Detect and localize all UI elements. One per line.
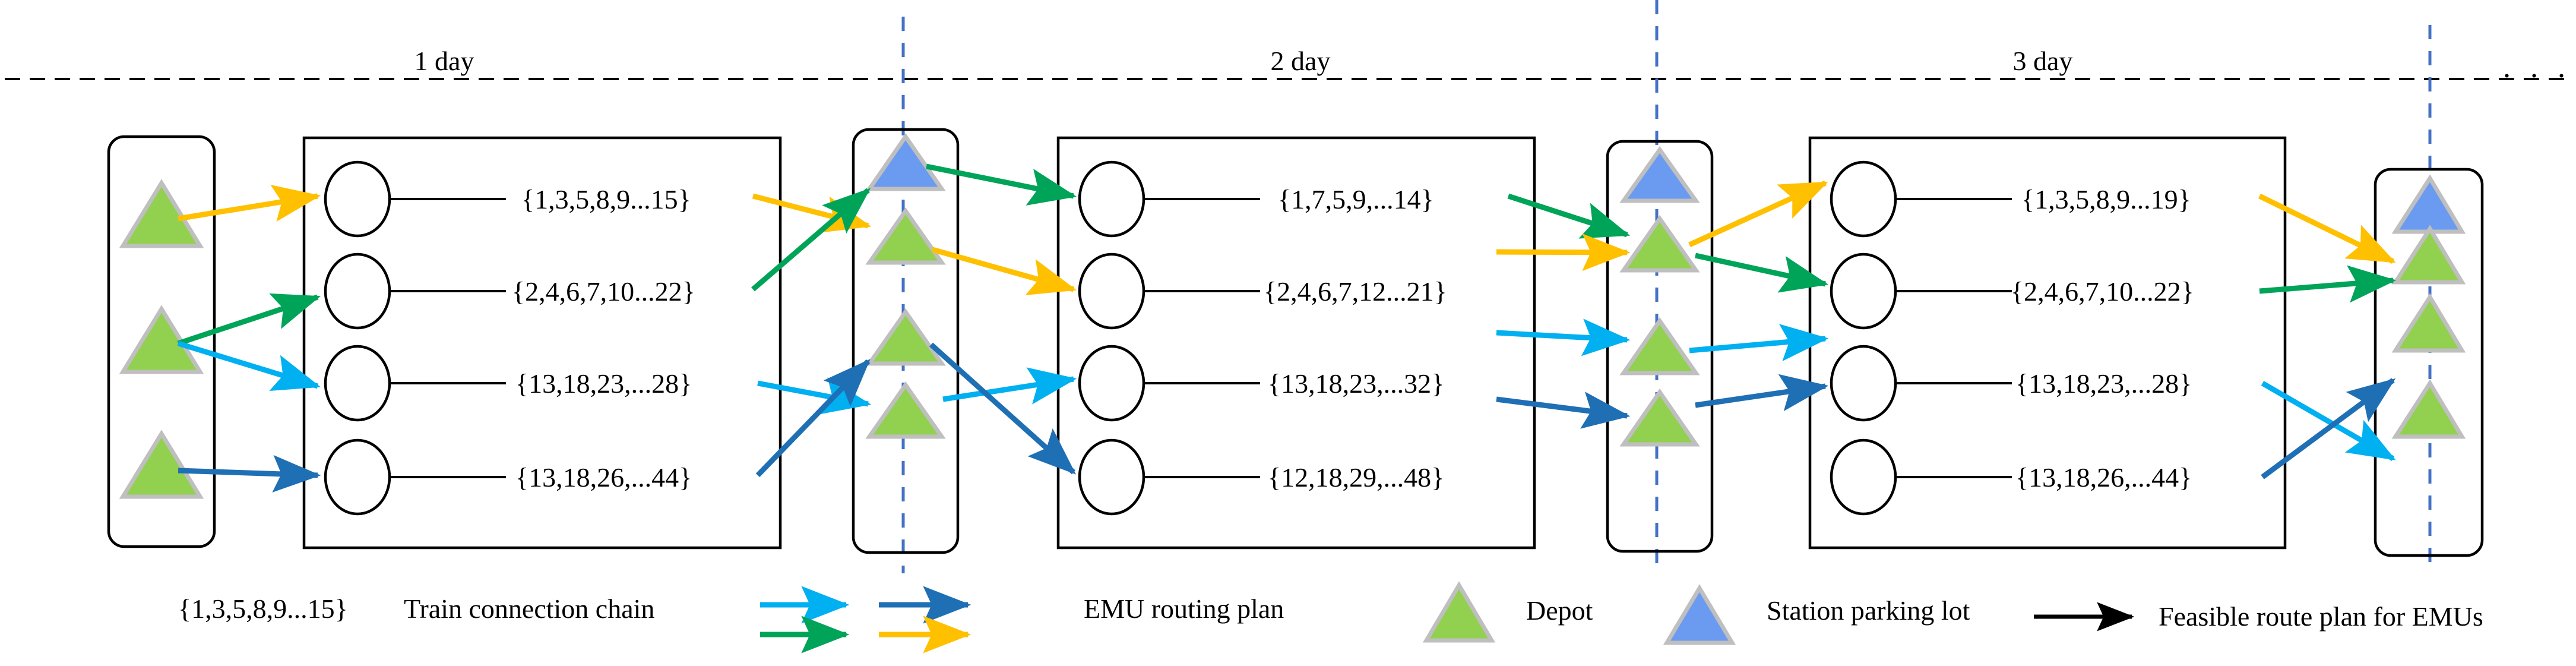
chain-node[interactable] — [1830, 160, 1897, 238]
depot-triangle — [119, 430, 204, 499]
legend-chain-sample: {1,3,5,8,9...15} — [178, 594, 348, 624]
chain-node[interactable] — [324, 160, 391, 238]
chain-label: {1,3,5,8,9...15} — [521, 184, 691, 214]
routing-arrow-light-blue — [757, 377, 872, 414]
routing-arrow-yellow — [752, 193, 872, 233]
legend-label-feasible-route-plan: Feasible route plan for EMUs — [2159, 601, 2483, 632]
chain-node[interactable] — [1078, 160, 1145, 238]
legend-label-train-connection-chain: Train connection chain — [404, 594, 654, 624]
chain-label: {12,18,29,...48} — [1268, 462, 1444, 493]
day-label-2: 2 day — [1271, 46, 1331, 76]
routing-arrow-dark-blue — [755, 359, 871, 478]
routing-arrow-dark-blue — [1496, 392, 1631, 429]
chain-node[interactable] — [1078, 345, 1145, 422]
routing-arrow-green — [1507, 193, 1631, 239]
chain-label: {2,4,6,7,10...22} — [512, 276, 695, 307]
depot-triangle — [1619, 388, 1700, 447]
chain-node[interactable] — [324, 345, 391, 422]
chain-label: {13,18,26,...44} — [515, 462, 692, 493]
depot-triangle — [2391, 225, 2466, 285]
day-label-1: 1 day — [414, 46, 474, 76]
depot-triangle — [1619, 317, 1700, 375]
chain-node[interactable] — [1830, 345, 1897, 422]
routing-arrow-light-blue — [177, 340, 321, 391]
chain-label: {1,3,5,8,9...19} — [2021, 184, 2191, 214]
depot-triangle — [865, 381, 946, 439]
routing-arrow-dark-blue — [178, 454, 321, 493]
routing-arrow-light-blue — [1689, 324, 1829, 361]
station-parking-lot-triangle — [2391, 174, 2466, 234]
parking-lot-box-1 — [852, 128, 960, 554]
legend-parking-lot-triangle — [1663, 584, 1736, 645]
routing-arrow-dark-blue — [1695, 374, 1829, 412]
chain-label: {13,18,23,...32} — [1268, 368, 1444, 399]
day-2-box — [1056, 136, 1536, 550]
chain-node[interactable] — [324, 252, 391, 330]
routing-arrow-green — [751, 188, 871, 292]
routing-arrow-light-blue — [1496, 318, 1631, 356]
routing-arrow-yellow — [931, 247, 1077, 295]
day-label-3: 3 day — [2013, 46, 2073, 76]
timeline-ellipsis: . . . — [2503, 50, 2571, 84]
routing-arrow-green — [2259, 265, 2397, 303]
routing-arrow-dark-blue — [2261, 378, 2396, 479]
station-parking-lot-triangle — [865, 132, 946, 191]
routing-arrow-yellow — [2258, 193, 2396, 264]
legend-label-station-parking-lot: Station parking lot — [1767, 595, 1970, 626]
depot-triangle — [865, 308, 946, 366]
routing-arrow-yellow — [178, 184, 321, 222]
initial-depot-box — [107, 135, 216, 548]
routing-arrow-light-blue — [2261, 381, 2396, 461]
depot-triangle — [119, 179, 204, 248]
depot-triangle — [2391, 293, 2466, 353]
chain-node[interactable] — [1830, 438, 1897, 516]
day-1-box — [302, 136, 782, 550]
parking-lot-box-3 — [2374, 168, 2484, 557]
station-parking-lot-triangle — [1619, 146, 1700, 203]
depot-triangle — [2391, 379, 2466, 439]
routing-arrow-green — [926, 163, 1077, 206]
legend-depot-triangle — [1422, 581, 1496, 643]
legend-label-emu-routing-plan: EMU routing plan — [1084, 594, 1284, 624]
depot-triangle — [1619, 214, 1700, 273]
routing-arrow-dark-blue — [929, 342, 1077, 475]
routing-arrow-yellow — [1688, 180, 1828, 248]
chain-label: {2,4,6,7,12...21} — [1264, 276, 1447, 307]
chain-label: {13,18,23,...28} — [515, 368, 692, 399]
chain-node[interactable] — [1078, 252, 1145, 330]
chain-node[interactable] — [1830, 252, 1897, 330]
routing-arrow-light-blue — [942, 367, 1077, 405]
chain-label: {13,18,26,...44} — [2015, 462, 2192, 493]
chain-node[interactable] — [324, 438, 391, 516]
routing-arrow-green — [177, 293, 321, 346]
chain-label: {1,7,5,9,...14} — [1278, 184, 1434, 214]
chain-node[interactable] — [1078, 438, 1145, 516]
depot-triangle — [865, 207, 946, 265]
legend-label-depot: Depot — [1526, 595, 1593, 626]
chain-label: {2,4,6,7,10...22} — [2011, 276, 2194, 307]
chain-label: {13,18,23,...28} — [2015, 368, 2192, 399]
routing-arrow-green — [1695, 252, 1829, 293]
